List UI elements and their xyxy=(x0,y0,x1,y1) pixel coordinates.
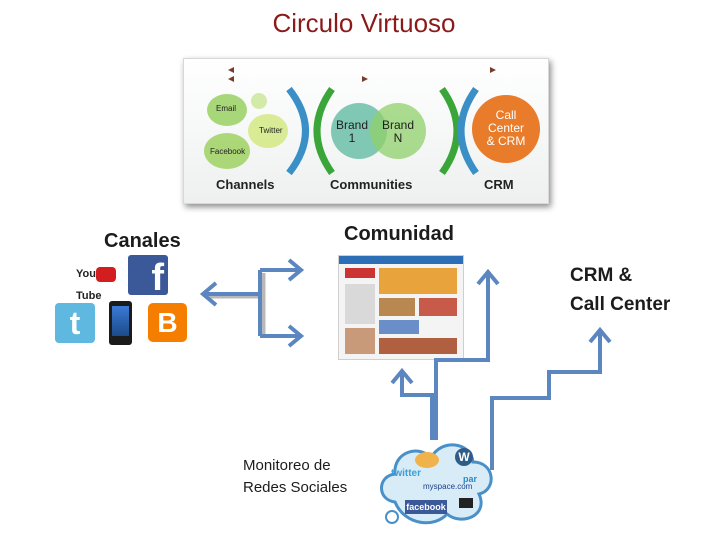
arrow-to-community-left xyxy=(400,372,434,440)
facebook-icon: f xyxy=(128,255,168,299)
blogger-icon: B xyxy=(148,303,187,342)
cloud-device-icon xyxy=(459,498,473,508)
twitter-label: Twitter xyxy=(259,126,283,135)
circulo-diagram-graphic xyxy=(184,59,548,203)
cloud-twitter-logo: twitter xyxy=(391,468,421,479)
facebook-node xyxy=(204,133,250,169)
arrow-to-crm xyxy=(490,330,602,470)
canales-label: Canales xyxy=(104,230,181,252)
crm-caption: CRM xyxy=(484,177,514,192)
cloud-search-icon xyxy=(385,510,399,524)
social-monitoring-cloud: twitter W myspace.com par facebook xyxy=(375,432,497,528)
twitter-icon: t xyxy=(55,303,95,343)
twitter-node xyxy=(248,114,288,148)
facebook-label: Facebook xyxy=(210,147,246,156)
email-node xyxy=(207,94,247,126)
communities-caption: Communities xyxy=(330,177,413,192)
cloud-rss-icon xyxy=(415,452,439,468)
page-title: Circulo Virtuoso xyxy=(272,8,456,38)
brand-n-label: Brand N xyxy=(381,118,415,145)
brand-n-node xyxy=(370,103,426,159)
monitoreo-label-line1: Monitoreo de xyxy=(243,457,331,474)
call-center-node xyxy=(472,95,540,163)
brand-1-label: Brand 1 xyxy=(335,118,369,145)
call-center-label: Call Center & CRM xyxy=(486,108,526,148)
crm-label-line2: Call Center xyxy=(570,294,671,315)
cloud-facebook-logo: facebook xyxy=(405,500,447,514)
cloud-wordpress-logo: W xyxy=(455,448,473,466)
brand-1-node xyxy=(331,103,387,159)
email-label: Email xyxy=(216,104,237,113)
channels-caption: Channels xyxy=(216,177,275,192)
mobile-phone-icon xyxy=(109,301,132,345)
cloud-myspace-logo: myspace.com xyxy=(423,482,473,491)
cloud-pa-logo: par xyxy=(463,474,478,484)
circulo-diagram-panel: Email Twitter Facebook Brand 1 Brand N C… xyxy=(183,58,549,204)
comunidad-label: Comunidad xyxy=(344,223,454,245)
youtube-tube-badge xyxy=(96,267,116,282)
crm-label-line1: CRM & xyxy=(570,265,633,286)
community-website-image xyxy=(338,255,464,360)
monitoreo-label-line2: Redes Sociales xyxy=(243,479,348,496)
